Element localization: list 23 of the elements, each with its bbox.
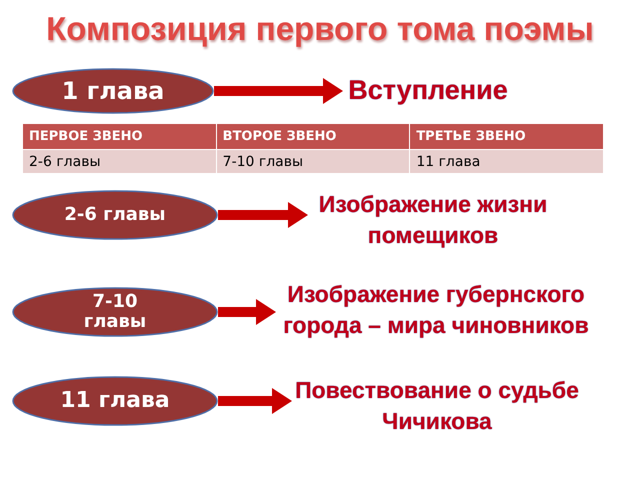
arrow [214, 78, 343, 104]
chapter-label: 2-6 главы [64, 205, 166, 225]
arrow [218, 202, 308, 228]
section-heading: Изображение губернского города – мира чиновников [276, 279, 596, 342]
title: Композиция первого тома поэмы [46, 10, 594, 48]
table-cell: 11 глава [410, 150, 604, 174]
section-heading: Повествование о судьбе Чичикова [292, 375, 582, 438]
chapter-ellipse [12, 190, 218, 240]
table-header-cell: ПЕРВОЕ ЗВЕНО [22, 124, 216, 150]
chapter-ellipse [12, 68, 214, 114]
table-cell: 2-6 главы [22, 150, 216, 174]
chapter-label: 11 глава [60, 388, 170, 414]
chapter-ellipse [12, 376, 218, 426]
chapter-label: 7-10 главы [82, 292, 148, 332]
arrow [218, 388, 292, 414]
table-cell: 7-10 главы [216, 150, 410, 174]
chapter-ellipse [12, 287, 218, 337]
table-header-cell: ВТОРОЕ ЗВЕНО [216, 124, 410, 150]
arrow [218, 299, 276, 325]
table-header-cell: ТРЕТЬЕ ЗВЕНО [410, 124, 604, 150]
section-heading: Изображение жизни помещиков [308, 189, 558, 252]
section-heading: Вступление [343, 72, 513, 108]
chapter-label: 1 глава [62, 78, 164, 104]
